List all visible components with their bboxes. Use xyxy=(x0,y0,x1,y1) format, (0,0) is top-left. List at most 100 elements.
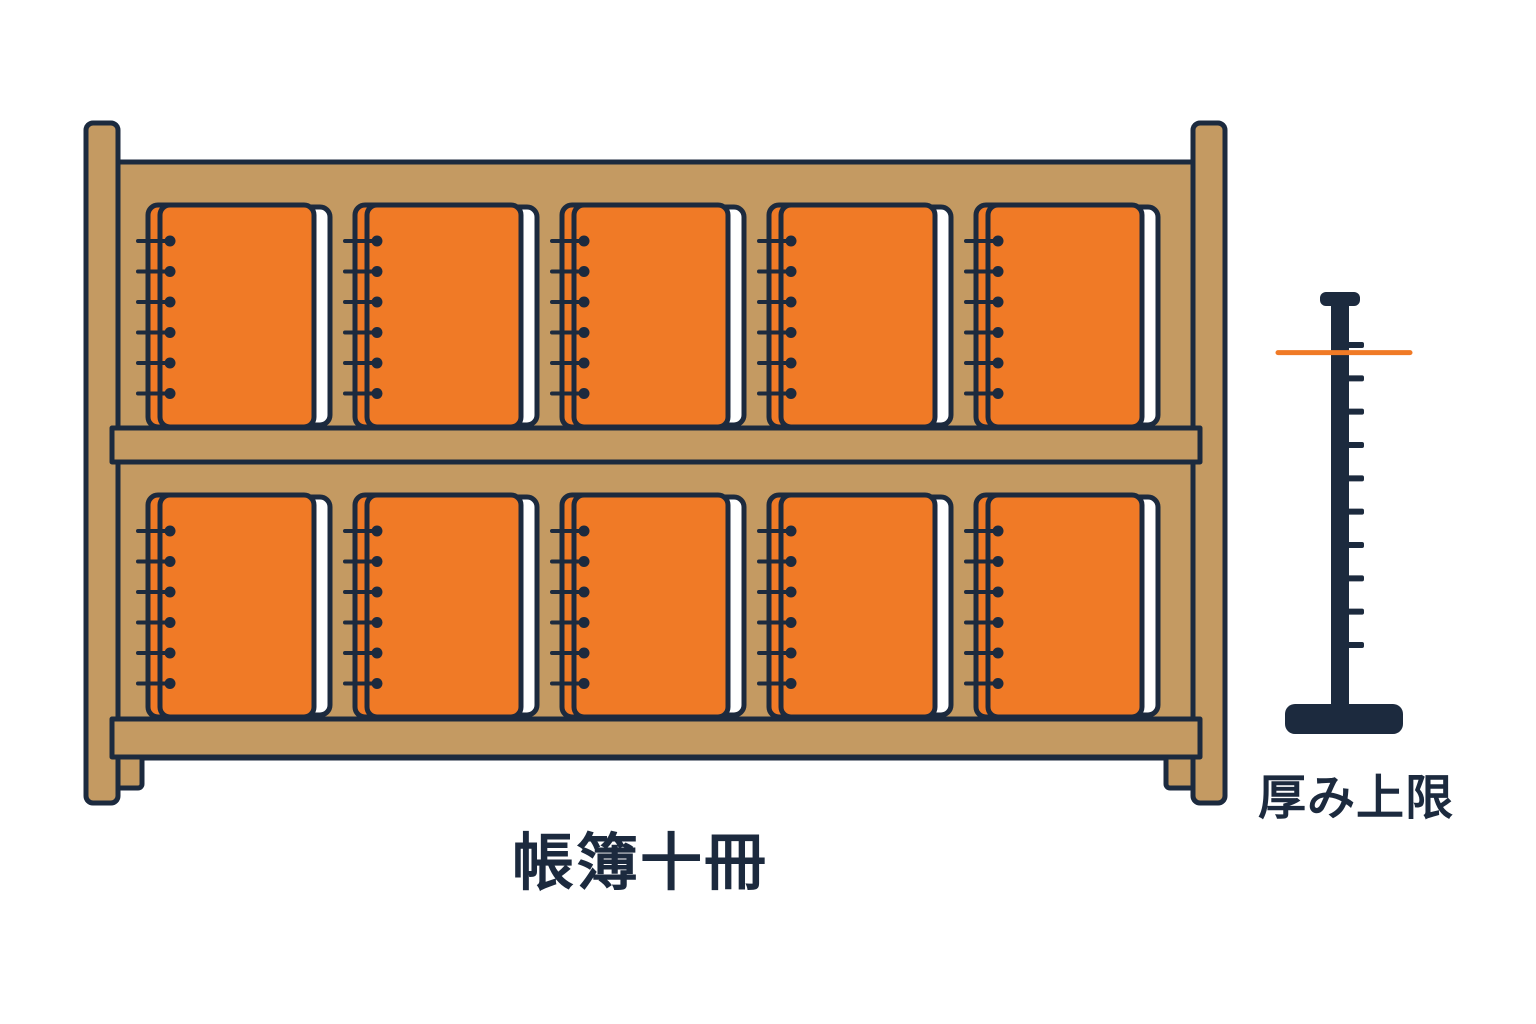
spiral-ring xyxy=(785,357,797,369)
notebook-cover xyxy=(778,202,938,430)
gauge-tick xyxy=(1346,508,1364,515)
spiral-ring xyxy=(992,586,1004,598)
spiral-ring xyxy=(164,617,176,628)
spiral-ring xyxy=(371,678,383,689)
spiral-ring xyxy=(578,327,590,338)
spiral-ring xyxy=(164,235,176,247)
spiral-ring xyxy=(371,296,383,308)
notebook-cover xyxy=(985,202,1145,430)
spiral-ring xyxy=(992,556,1004,567)
notebook xyxy=(964,492,1161,720)
spiral-ring xyxy=(992,296,1004,308)
spiral-ring xyxy=(164,586,176,598)
spiral-ring xyxy=(578,266,590,277)
gauge-tick xyxy=(1346,408,1364,415)
gauge-tick xyxy=(1346,608,1364,615)
gauge-pole xyxy=(1331,298,1349,718)
spiral-ring xyxy=(164,357,176,369)
spiral-ring xyxy=(992,357,1004,369)
spiral-ring xyxy=(371,617,383,628)
notebook-cover xyxy=(364,492,524,720)
spiral-ring xyxy=(164,388,176,399)
spiral-ring xyxy=(578,296,590,308)
notebook-cover xyxy=(364,202,524,430)
spiral-ring xyxy=(992,266,1004,277)
spiral-ring xyxy=(164,678,176,689)
spiral-ring xyxy=(371,266,383,277)
shelf-board-bottom xyxy=(109,716,1203,760)
spiral-ring xyxy=(785,556,797,567)
notebook xyxy=(964,202,1161,430)
shelf-board-middle xyxy=(109,425,1203,465)
spiral-ring xyxy=(578,647,590,659)
spiral-ring xyxy=(578,357,590,369)
notebook xyxy=(550,492,747,720)
notebook xyxy=(136,202,333,430)
gauge-tick xyxy=(1346,542,1364,548)
gauge-caption: 厚み上限 xyxy=(1257,770,1454,826)
spiral-ring xyxy=(785,296,797,308)
notebook xyxy=(136,492,333,720)
spiral-ring xyxy=(371,556,383,567)
spiral-ring xyxy=(992,647,1004,659)
spiral-ring xyxy=(992,617,1004,628)
spiral-ring xyxy=(785,647,797,659)
spiral-ring xyxy=(785,678,797,689)
notebook xyxy=(550,202,747,430)
notebook xyxy=(757,492,954,720)
notebook xyxy=(757,202,954,430)
gauge-tick xyxy=(1346,642,1364,648)
gauge-tick xyxy=(1346,342,1364,348)
spiral-ring xyxy=(992,235,1004,247)
spiral-ring xyxy=(785,525,797,537)
spiral-ring xyxy=(992,525,1004,537)
spiral-ring xyxy=(164,647,176,659)
spiral-ring xyxy=(578,586,590,598)
gauge-base xyxy=(1285,704,1403,734)
notebook-cover xyxy=(157,202,317,430)
spiral-ring xyxy=(371,235,383,247)
spiral-ring xyxy=(371,647,383,659)
spiral-ring xyxy=(785,617,797,628)
spiral-ring xyxy=(164,556,176,567)
spiral-ring xyxy=(785,235,797,247)
spiral-ring xyxy=(992,388,1004,399)
spiral-ring xyxy=(371,357,383,369)
gauge-tick xyxy=(1346,375,1364,382)
gauge-tick xyxy=(1346,475,1364,482)
spiral-ring xyxy=(578,235,590,247)
spiral-ring xyxy=(785,266,797,277)
spiral-ring xyxy=(164,327,176,338)
spiral-ring xyxy=(371,388,383,399)
notebook xyxy=(343,492,540,720)
spiral-ring xyxy=(371,525,383,537)
spiral-ring xyxy=(578,556,590,567)
spiral-ring xyxy=(785,388,797,399)
spiral-ring xyxy=(578,525,590,537)
spiral-ring xyxy=(371,327,383,338)
spiral-ring xyxy=(578,388,590,399)
spiral-ring xyxy=(164,266,176,277)
spiral-ring xyxy=(992,678,1004,689)
spiral-ring xyxy=(785,586,797,598)
spiral-ring xyxy=(164,525,176,537)
notebook xyxy=(343,202,540,430)
shelf-caption: 帳簿十冊 xyxy=(511,826,768,899)
spiral-ring xyxy=(992,327,1004,338)
gauge-tick xyxy=(1346,575,1364,582)
thickness-gauge xyxy=(1275,292,1413,734)
notebook-cover xyxy=(157,492,317,720)
notebook-cover xyxy=(778,492,938,720)
spiral-ring xyxy=(578,678,590,689)
notebook-cover xyxy=(985,492,1145,720)
notebook-cover xyxy=(571,492,731,720)
notebook-group xyxy=(136,202,1161,720)
spiral-ring xyxy=(371,586,383,598)
notebook-cover xyxy=(571,202,731,430)
spiral-ring xyxy=(578,617,590,628)
gauge-tick xyxy=(1346,442,1364,448)
spiral-ring xyxy=(164,296,176,308)
spiral-ring xyxy=(785,327,797,338)
